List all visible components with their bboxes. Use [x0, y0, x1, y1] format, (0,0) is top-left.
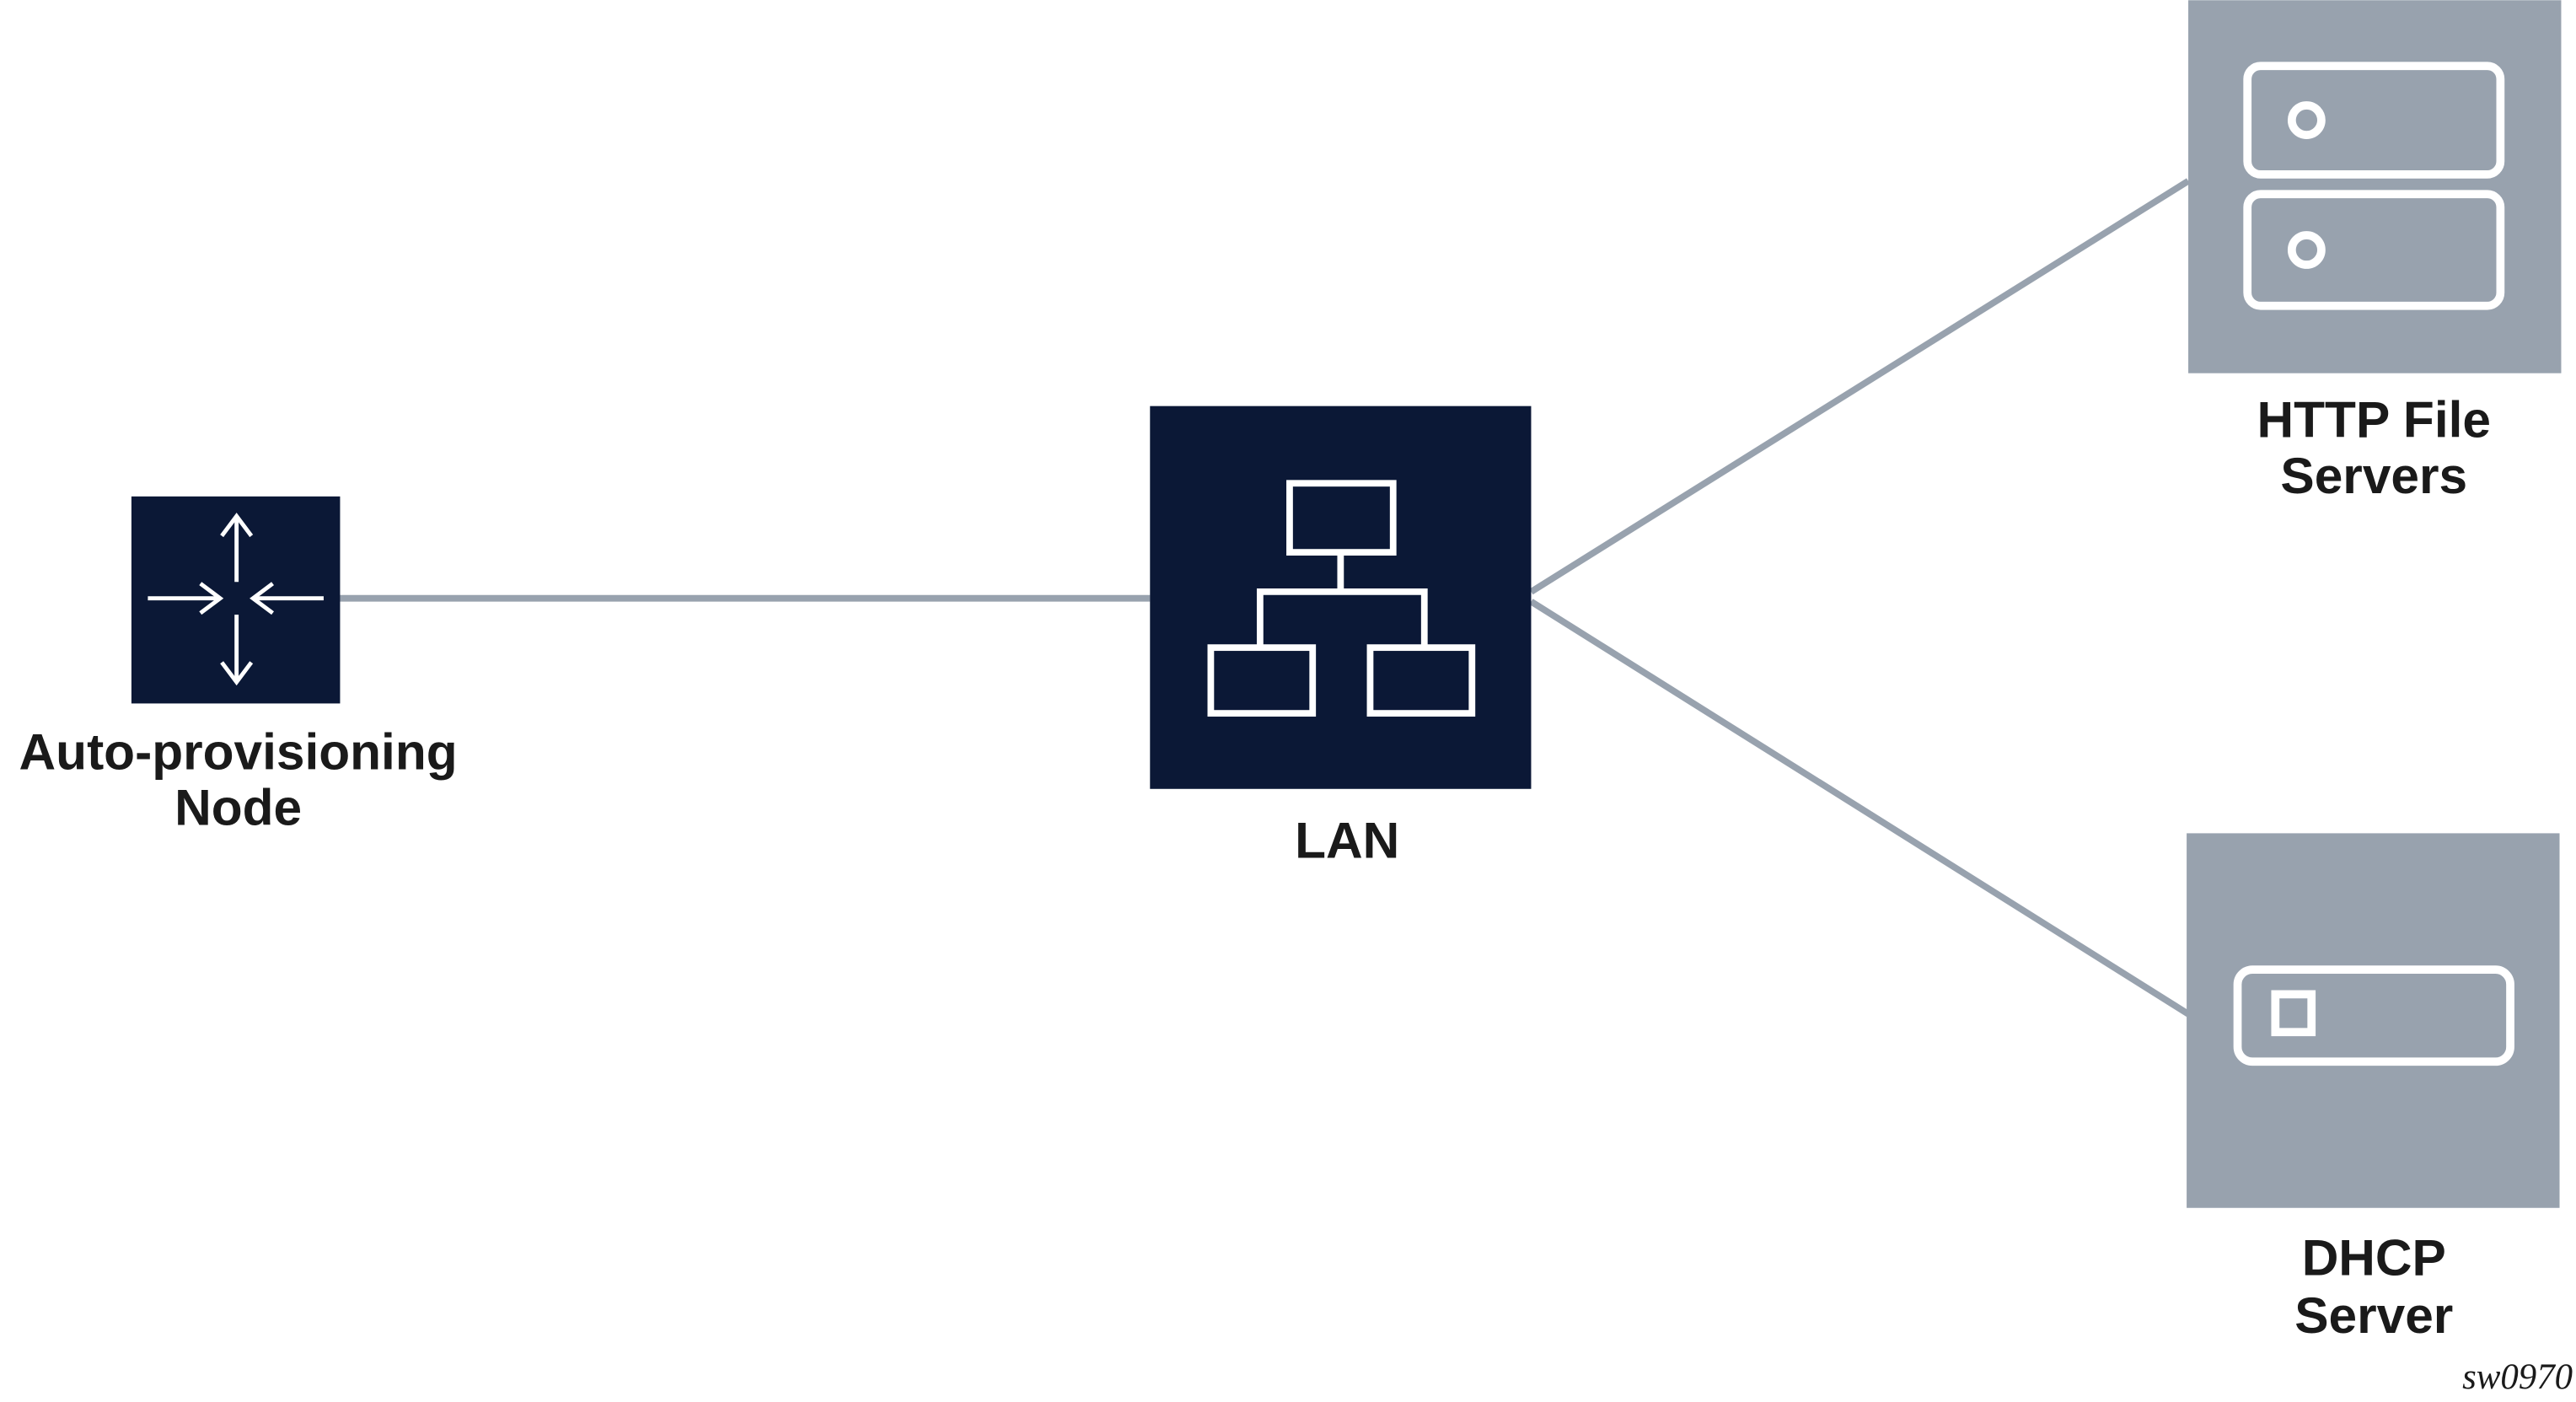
dhcp-label-line2: Server	[2294, 1287, 2453, 1344]
auto-provisioning-node	[131, 496, 341, 704]
router-arrows-icon	[148, 513, 324, 686]
network-hierarchy-icon	[1207, 480, 1476, 717]
http-file-servers-node	[2188, 0, 2562, 373]
dhcp-server-node	[2187, 833, 2560, 1208]
auto-node-label-line2: Node	[174, 779, 302, 836]
server-stack-icon	[2243, 62, 2505, 310]
http-label-line2: Servers	[2280, 447, 2467, 504]
figure-id: sw0970	[2462, 1357, 2573, 1397]
server-icon	[2233, 965, 2514, 1066]
link-lan-dhcp	[1529, 599, 2191, 1018]
lan-label: LAN	[1295, 812, 1399, 869]
dhcp-label-line1: DHCP	[2302, 1229, 2446, 1287]
http-label-line1: HTTP File	[2257, 391, 2491, 449]
link-lan-http	[1529, 178, 2191, 595]
auto-node-label-line1: Auto-provisioning	[19, 722, 458, 780]
lan-node	[1150, 406, 1532, 789]
